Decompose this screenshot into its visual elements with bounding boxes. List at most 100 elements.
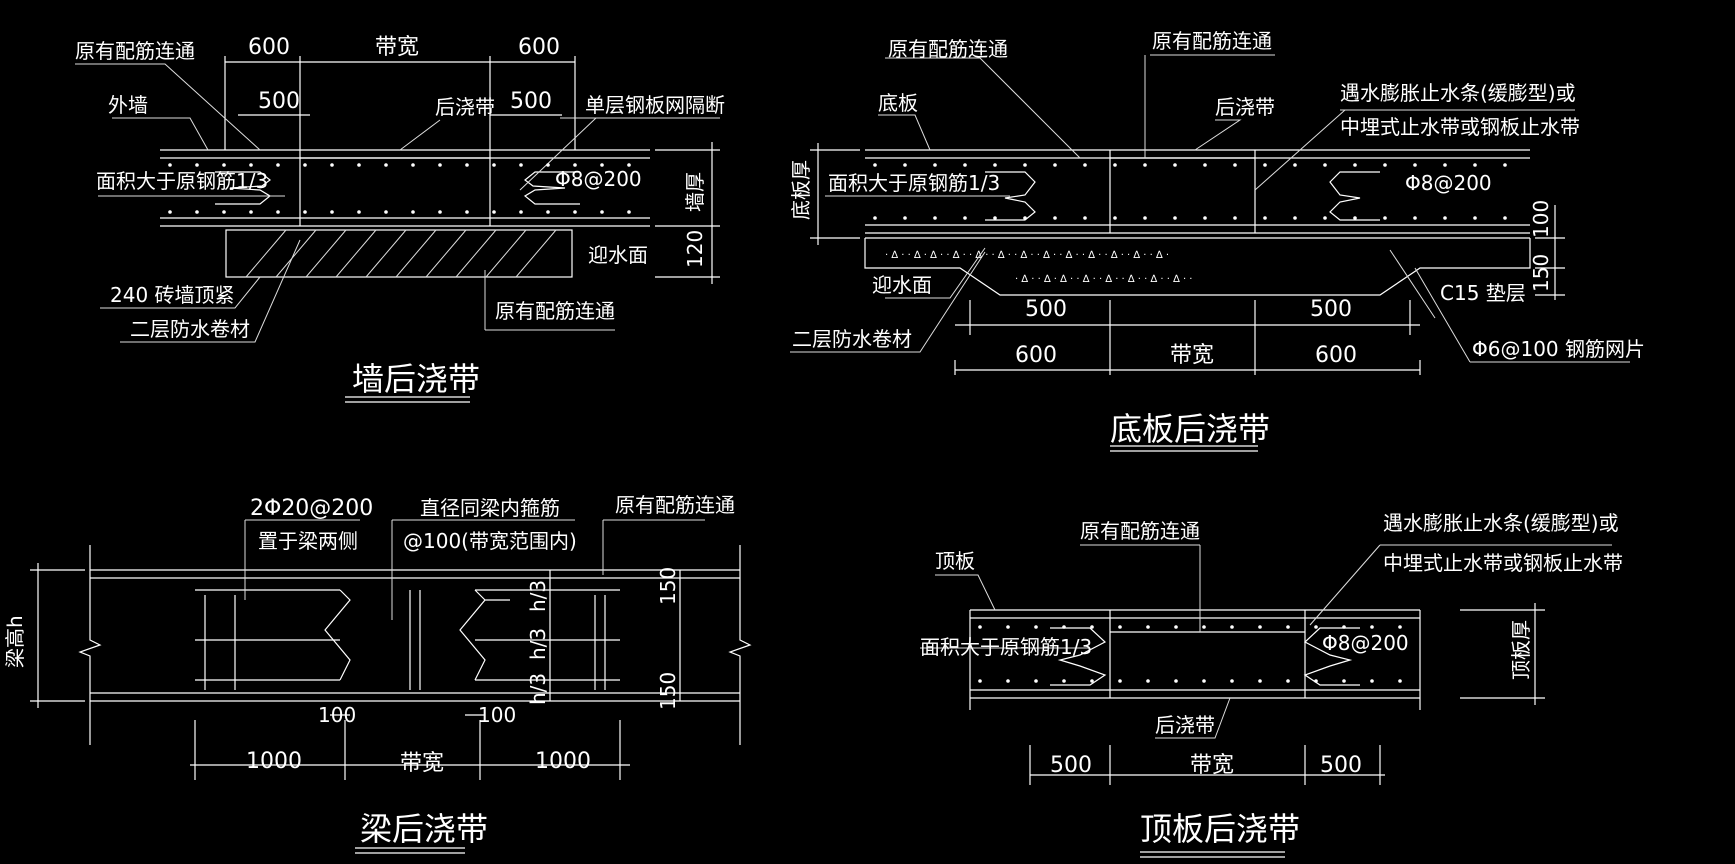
rebar-dot bbox=[1258, 679, 1262, 683]
base-dim-inner-left: 500 bbox=[1025, 297, 1067, 322]
roof-stop1-label: 遇水膨胀止水条(缓膨型)或 bbox=[1383, 511, 1619, 535]
rebar-dot bbox=[600, 210, 604, 214]
rebar-dot bbox=[222, 210, 226, 214]
wall-dim-inner-right: 500 bbox=[510, 89, 552, 114]
rebar-dot bbox=[933, 216, 937, 220]
rebar-dot bbox=[1413, 216, 1417, 220]
rebar-dot bbox=[573, 163, 577, 167]
beam-bars-label: 2Φ20@200 bbox=[250, 496, 373, 521]
wall-dim-inner-left: 500 bbox=[258, 89, 300, 114]
rebar-dot bbox=[1062, 625, 1066, 629]
wall-dim-top-mid: 带宽 bbox=[375, 35, 419, 60]
rebar-dot bbox=[330, 163, 334, 167]
beam-dim-s2: 100 bbox=[478, 703, 516, 727]
base-stop2-label: 中埋式止水带或钢板止水带 bbox=[1340, 115, 1580, 139]
rebar-dot bbox=[573, 210, 577, 214]
rebar-dot bbox=[546, 163, 550, 167]
rebar-dot bbox=[1118, 625, 1122, 629]
rebar-dot bbox=[933, 163, 937, 167]
wall-dim-top-left: 600 bbox=[248, 35, 290, 60]
svg-text:· ∆ · · ∆ · ∆ · ·: · ∆ · · ∆ · ∆ · · ∆ · · ∆ · · ∆ · · ∆ · … bbox=[885, 250, 1169, 261]
rebar-dot bbox=[1383, 163, 1387, 167]
wall-membrane-label: 二层防水卷材 bbox=[130, 317, 250, 341]
rebar-dot bbox=[978, 625, 982, 629]
rebar-dot bbox=[1286, 679, 1290, 683]
rebar-dot bbox=[519, 163, 523, 167]
rebar-dot bbox=[1023, 163, 1027, 167]
beam-dim-h3: h/3 bbox=[526, 673, 550, 705]
rebar-dot bbox=[1083, 216, 1087, 220]
beam-title: 梁后浇带 bbox=[360, 810, 488, 848]
rebar-dots bbox=[168, 163, 1507, 683]
rebar-dot bbox=[1090, 625, 1094, 629]
rebar-dot bbox=[546, 210, 550, 214]
rebar-dot bbox=[357, 210, 361, 214]
rebar-dot bbox=[1233, 216, 1237, 220]
rebar-dot bbox=[492, 210, 496, 214]
beam-dim-r1: 150 bbox=[656, 567, 680, 605]
rebar-dot bbox=[465, 210, 469, 214]
rebar-dot bbox=[978, 679, 982, 683]
rebar-dot bbox=[195, 210, 199, 214]
rebar-dot bbox=[1203, 163, 1207, 167]
beam-dim-right: 1000 bbox=[535, 749, 591, 774]
rebar-dot bbox=[1113, 163, 1117, 167]
rebar-dot bbox=[993, 163, 997, 167]
rebar-dot bbox=[168, 210, 172, 214]
rebar-dot bbox=[993, 216, 997, 220]
base-membrane-label: 二层防水卷材 bbox=[792, 327, 912, 351]
rebar-dot bbox=[411, 210, 415, 214]
rebar-dot bbox=[303, 210, 307, 214]
wall-water-face-label: 迎水面 bbox=[588, 243, 648, 267]
rebar-dot bbox=[1062, 679, 1066, 683]
beam-dim-mid: 带宽 bbox=[400, 751, 444, 776]
base-original-rebar-b: 原有配筋连通 bbox=[1152, 29, 1272, 53]
rebar-dot bbox=[1503, 216, 1507, 220]
roof-slab-label: 顶板 bbox=[935, 549, 975, 573]
roof-dim-mid: 带宽 bbox=[1190, 753, 1234, 778]
base-stop1-label: 遇水膨胀止水条(缓膨型)或 bbox=[1340, 81, 1576, 105]
rebar-dot bbox=[1173, 216, 1177, 220]
rebar-dot bbox=[963, 163, 967, 167]
rebar-dot bbox=[1293, 216, 1297, 220]
base-area-rebar-label: 面积大于原钢筋1/3 bbox=[828, 171, 1000, 195]
beam-stirrup1-label: 直径同梁内箍筋 bbox=[420, 496, 560, 520]
rebar-dot bbox=[627, 163, 631, 167]
rebar-dot bbox=[1258, 625, 1262, 629]
rebar-dot bbox=[1230, 625, 1234, 629]
beam-stirrup2-label: @100(带宽范围内) bbox=[403, 529, 577, 553]
beam-dim-h: 梁高h bbox=[3, 615, 27, 668]
rebar-dot bbox=[1174, 679, 1178, 683]
wall-original-rebar-label: 原有配筋连通 bbox=[75, 39, 195, 63]
rebar-dot bbox=[1383, 216, 1387, 220]
rebar-dot bbox=[1370, 679, 1374, 683]
rebar-dot bbox=[1034, 679, 1038, 683]
roof-dim-left: 500 bbox=[1050, 753, 1092, 778]
roof-post-pour-label: 后浇带 bbox=[1155, 713, 1215, 737]
rebar-dot bbox=[465, 163, 469, 167]
svg-text:· ∆ · · ∆ · ∆ · ·: · ∆ · · ∆ · ∆ · · ∆ · · ∆ · · ∆ · · ∆ · … bbox=[1015, 274, 1193, 285]
rebar-dot bbox=[1083, 163, 1087, 167]
rebar-dot bbox=[357, 163, 361, 167]
wall-title: 墙后浇带 bbox=[352, 360, 480, 398]
wall-phi-label: Φ8@200 bbox=[555, 167, 642, 191]
rebar-dot bbox=[1342, 625, 1346, 629]
rebar-dot bbox=[438, 163, 442, 167]
rebar-dot bbox=[519, 210, 523, 214]
rebar-dot bbox=[1174, 625, 1178, 629]
rebar-dot bbox=[168, 163, 172, 167]
roof-title: 顶板后浇带 bbox=[1140, 810, 1300, 848]
rebar-dot bbox=[1053, 216, 1057, 220]
base-phi-label: Φ8@200 bbox=[1405, 171, 1492, 195]
rebar-dot bbox=[873, 216, 877, 220]
base-slab-label: 底板 bbox=[878, 91, 918, 115]
wall-brick-label: 240 砖墙顶紧 bbox=[110, 283, 235, 307]
rebar-dot bbox=[1293, 163, 1297, 167]
beam-dim-h2: h/3 bbox=[526, 628, 550, 660]
rebar-dot bbox=[1503, 163, 1507, 167]
rebar-dot bbox=[1006, 625, 1010, 629]
base-dim-left-1: 底板厚 bbox=[789, 160, 813, 220]
base-dim-inner-right: 500 bbox=[1310, 297, 1352, 322]
rebar-dot bbox=[1314, 679, 1318, 683]
wall-dim-right-2: 120 bbox=[683, 230, 707, 268]
